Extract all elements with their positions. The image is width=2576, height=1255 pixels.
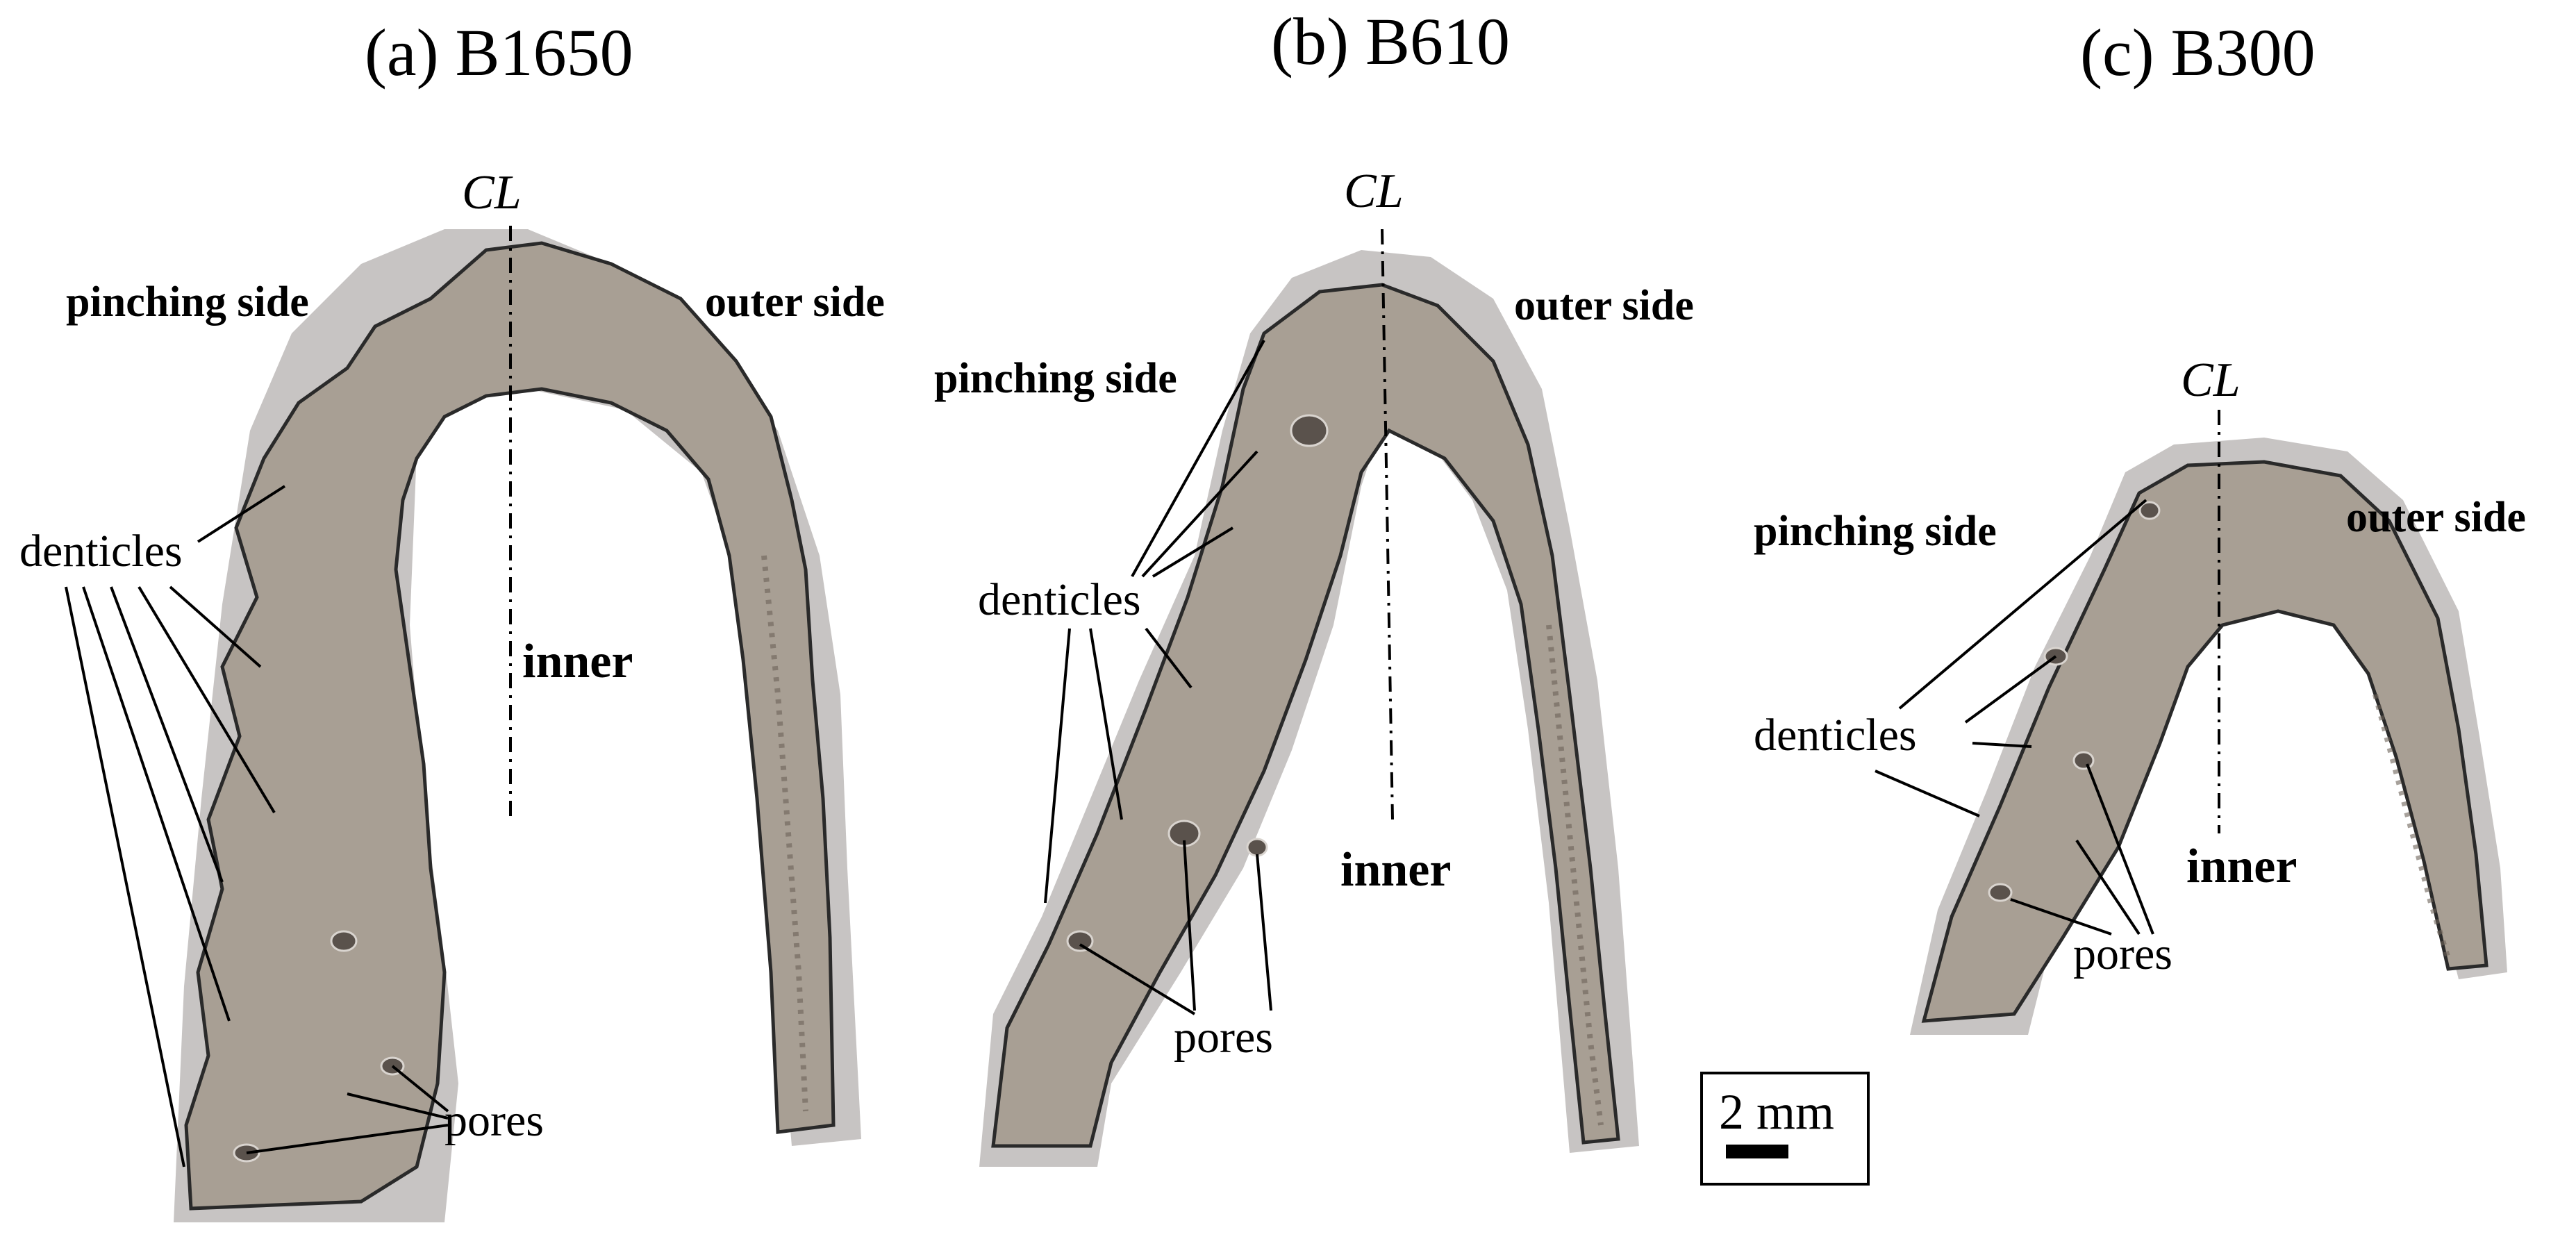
panel-b: (b) B610 CL pinching side outer side inn… [934,4,1694,1167]
panel-b-title: (b) B610 [1271,4,1510,78]
panel-a-inner-label: inner [522,635,633,688]
panel-c-pores-label: pores [2073,929,2172,979]
panel-a-outer-label: outer side [705,279,885,326]
panel-b-pore [1290,414,1329,447]
scale-bar-frame [1700,1072,1870,1186]
panel-b-denticle-leaders [1044,340,1265,904]
panel-b-specimen [991,283,1620,1148]
panel-c-pore [2138,501,2161,520]
panel-b-pores-label: pores [1174,1012,1273,1063]
panel-c-inner-label: inner [2186,840,2297,893]
scale-bar-label: 2 mm [1719,1084,1834,1140]
panel-a-specimen [184,241,836,1211]
scale-bar-line [1726,1145,1788,1158]
panel-a-pores-label: pores [444,1095,544,1146]
panel-c-denticle-leaders [1875,499,2147,817]
panel-b-centerline [1381,228,1394,820]
panel-b-cl-label: CL [1344,165,1404,218]
scale-bar: 2 mm [1700,1072,1870,1186]
panel-a-outer-striae [761,555,808,1112]
panel-c-outer-label: outer side [2346,494,2526,541]
panel-c-cl-label: CL [2181,354,2241,407]
panel-b-outer-striae [1546,624,1604,1126]
panel-b-pore-leaders [1079,840,1272,1015]
panel-c-pinching-label: pinching side [1754,508,1997,555]
panel-a-denticles-label: denticles [19,526,183,576]
panel-a-pinching-label: pinching side [66,279,309,326]
panel-c-pore [1988,883,2013,902]
panel-c-specimen [1921,460,2488,1023]
panel-c-title: (c) B300 [2080,15,2316,90]
panel-b-outer-label: outer side [1514,282,1694,329]
panel-b-pore [1246,838,1268,857]
panel-c-denticles-label: denticles [1754,710,1917,761]
panel-a-denticle-leaders [65,485,286,1167]
panel-c-pore [2072,751,2095,770]
panel-a-pore [330,930,358,952]
panel-b-pore [1066,930,1094,952]
panel-a-pore-leaders [246,1065,449,1154]
panel-a: (a) B1650 CL pinching side outer side in… [19,15,885,1222]
panel-b-pinching-label: pinching side [934,355,1177,402]
panel-b-inner-label: inner [1340,843,1451,897]
panel-a-title: (a) B1650 [365,15,633,90]
panel-b-denticles-label: denticles [978,574,1141,625]
panel-c: (c) B300 CL pinching side outer side inn… [1754,15,2526,1035]
panel-a-cl-label: CL [462,166,522,219]
panel-c-outer-striae [2373,693,2451,960]
panel-c-pore-leaders [2010,763,2154,936]
